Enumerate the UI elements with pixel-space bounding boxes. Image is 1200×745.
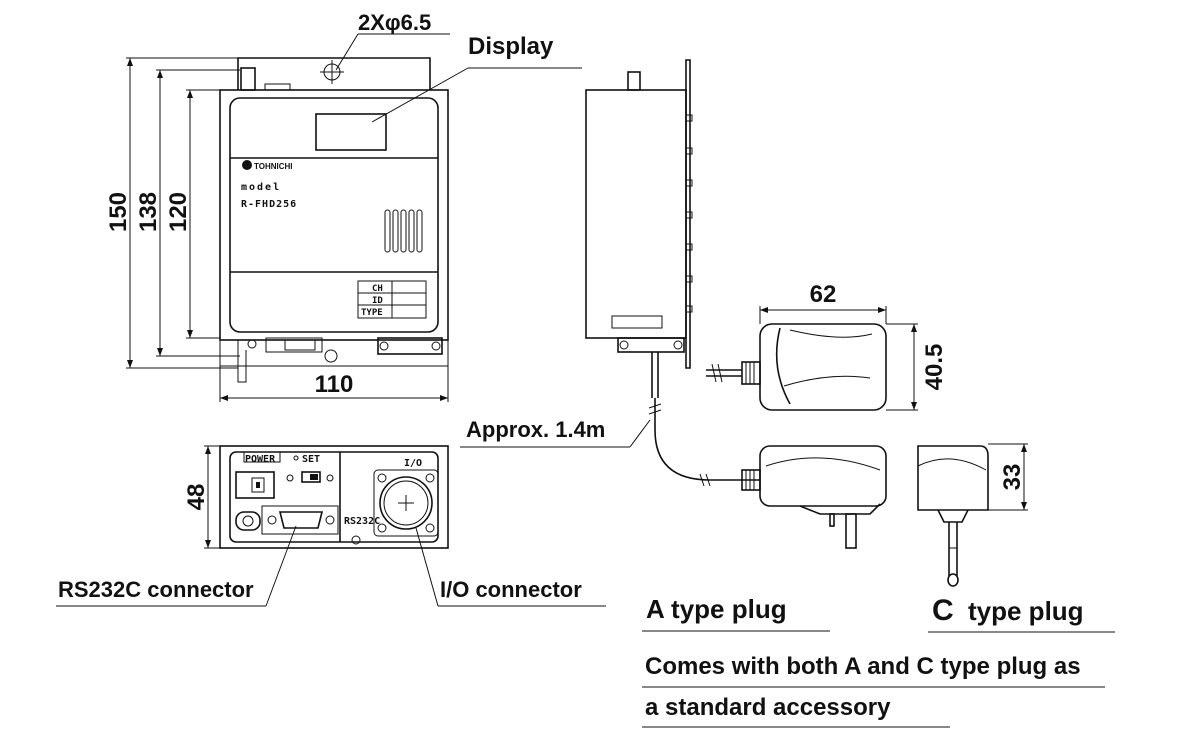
note-line-2: a standard accessory bbox=[645, 694, 891, 721]
dim-hole-label: 2Xφ6.5 bbox=[358, 10, 431, 35]
power-switch bbox=[235, 471, 275, 499]
dim-height-138: 138 bbox=[135, 192, 162, 232]
front-dimensions: 150 138 120 110 2Xφ6.5 Display bbox=[105, 10, 582, 402]
dim-depth-48: 48 bbox=[183, 484, 210, 511]
display-label: Display bbox=[468, 33, 554, 60]
cable-length-annotation: Approx. 1.4m bbox=[460, 417, 651, 448]
note-line-1: Comes with both A and C type plug as bbox=[645, 653, 1081, 680]
dim-adapter-height-40-5: 40.5 bbox=[921, 344, 948, 391]
model-label: model bbox=[241, 182, 281, 193]
a-type-plug-drawing bbox=[741, 445, 887, 549]
panel-set-label: SET bbox=[302, 454, 320, 465]
dim-height-120: 120 bbox=[165, 192, 192, 232]
cable-length-label: Approx. 1.4m bbox=[466, 417, 605, 442]
set-switch bbox=[301, 471, 321, 483]
c-type-plug-letter: C bbox=[932, 594, 954, 627]
front-view: TOHNICHI model R-FHD256 CH ID TYPE bbox=[219, 57, 449, 383]
rs232c-connector-label: RS232C connector bbox=[58, 577, 254, 602]
panel-io-label: I/O bbox=[404, 458, 422, 469]
brand-text: TOHNICHI bbox=[254, 162, 293, 171]
dim-height-150: 150 bbox=[105, 192, 132, 232]
c-type-plug-label: type plug bbox=[968, 596, 1084, 626]
io-connector-label: I/O connector bbox=[440, 577, 582, 602]
brand-logo bbox=[242, 160, 252, 170]
model-number: R-FHD256 bbox=[241, 199, 297, 210]
a-type-plug-label: A type plug bbox=[646, 594, 787, 624]
info-table: CH ID TYPE bbox=[357, 280, 427, 319]
dim-plug-height-33: 33 bbox=[999, 464, 1026, 491]
panel-rs232c-label: RS232C bbox=[344, 516, 380, 527]
dim-width-110: 110 bbox=[315, 371, 354, 398]
io-port bbox=[379, 476, 433, 530]
display-window bbox=[315, 113, 387, 151]
panel-view: POWER SET RS232C I/O bbox=[56, 445, 606, 607]
rs232c-port bbox=[278, 511, 324, 529]
cable bbox=[654, 398, 760, 481]
panel-power-label: POWER bbox=[245, 454, 276, 465]
table-row-type: TYPE bbox=[361, 308, 383, 318]
dim-adapter-width-62: 62 bbox=[810, 281, 837, 308]
vent-slots bbox=[384, 209, 423, 253]
table-row-id: ID bbox=[372, 296, 383, 306]
c-type-plug-drawing: 33 bbox=[917, 443, 1028, 587]
table-row-ch: CH bbox=[372, 284, 383, 294]
side-view bbox=[585, 59, 760, 487]
adapter-top: 62 40.5 bbox=[706, 281, 948, 411]
plug-labels: A type plug C type plug Comes with both … bbox=[642, 594, 1115, 728]
